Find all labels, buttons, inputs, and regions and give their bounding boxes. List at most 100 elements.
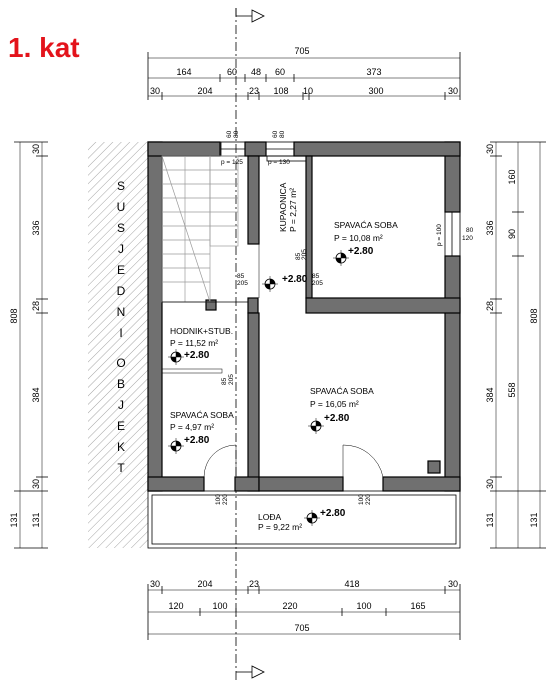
neighbor-letter-1: U: [117, 200, 126, 214]
svg-text:SPAVAĆA SOBA: SPAVAĆA SOBA: [310, 386, 374, 396]
section-marker-bottom: [236, 665, 265, 679]
right-dim-5: 131: [485, 512, 495, 527]
neighbor-letter-10: J: [118, 398, 124, 412]
hall-level: +2.80: [282, 274, 308, 285]
bottom-dim-row2-4: 165: [410, 601, 425, 611]
bottom-dim-row1-3: 418: [344, 579, 359, 589]
door-loggia-left: [203, 444, 237, 478]
top-dim-row3-3: 108: [273, 86, 288, 96]
bottom-dim-row1-2: 23: [249, 579, 259, 589]
bottom-dim-row2-0: 120: [168, 601, 183, 611]
svg-text:SPAVAĆA SOBA: SPAVAĆA SOBA: [334, 220, 398, 230]
top-dim-row3-1: 204: [197, 86, 212, 96]
door-loggia-right: [342, 444, 384, 478]
left-dim-2: 28: [31, 301, 41, 311]
bottom-dim-row1-1: 204: [197, 579, 212, 589]
svg-text:SPAVAĆA SOBA: SPAVAĆA SOBA: [170, 410, 234, 420]
top-window2-dim-0: 60: [272, 130, 279, 138]
room-bedroom-1: SPAVAĆA SOBA P = 10,08 m² +2.80: [334, 220, 398, 257]
left-dim-1: 336: [31, 220, 41, 235]
svg-text:P = 2,27 m²: P = 2,27 m²: [288, 188, 298, 232]
door-loggia2-dim-1: 220: [365, 494, 372, 505]
door-bath-dim-0: 85: [295, 252, 302, 260]
door-bed1-dim-0: 85: [312, 273, 320, 280]
top-dim-row3-4: 10: [303, 86, 313, 96]
svg-text:+2.80: +2.80: [184, 350, 210, 361]
loggia-outline: [147, 490, 461, 549]
bottom-dimensions: 30 204 23 418 30 120 100 220 100 165 705: [147, 579, 461, 640]
door-bed3-dim-0: 85: [221, 377, 228, 385]
top-dim-row2-0: 164: [176, 67, 191, 77]
left-dimensions: 30 336 28 384 30 131 808 131: [9, 141, 48, 549]
svg-text:+2.80: +2.80: [320, 508, 346, 519]
top-dimensions: 705 164 60 48 60 373 30 204 23 108 10 30…: [147, 46, 461, 100]
top-dim-row3-0: 30: [150, 86, 160, 96]
left-dim-bottom: 131: [9, 512, 19, 527]
top-dim-row2-3: 60: [275, 67, 285, 77]
room-loggia: LOĐA P = 9,22 m² +2.80: [258, 508, 346, 532]
door-bed1-dim-1: 205: [312, 280, 323, 287]
neighbor-letter-12: K: [117, 440, 125, 454]
room-bedroom-3: SPAVAĆA SOBA P = 4,97 m² +2.80: [170, 410, 234, 446]
right-dim-1: 336: [485, 220, 495, 235]
neighbor-letter-13: T: [117, 461, 125, 475]
svg-text:+2.80: +2.80: [324, 413, 350, 424]
right-dim-0: 30: [485, 144, 495, 154]
svg-text:HODNIK+STUB.: HODNIK+STUB.: [170, 326, 233, 336]
right-dim-3: 384: [485, 387, 495, 402]
neighbor-letter-7: I: [119, 326, 122, 340]
svg-text:P = 11,52 m²: P = 11,52 m²: [170, 338, 218, 348]
level-marker-icons: [168, 250, 349, 526]
right-dim-mid: 558: [507, 382, 517, 397]
top-dim-row2-4: 373: [366, 67, 381, 77]
sill-p100: p = 100: [436, 224, 443, 246]
neighbor-letter-2: S: [117, 221, 125, 235]
right-dimensions: 30 336 28 384 30 131 160 90 558 808 131: [485, 141, 546, 549]
door-hall-dim-0: 85: [237, 273, 245, 280]
left-dim-0: 30: [31, 144, 41, 154]
top-dim-row3-5: 300: [368, 86, 383, 96]
door-loggia1-dim-0: 100: [215, 494, 222, 505]
top-dim-row3-2: 23: [249, 86, 259, 96]
svg-text:P = 16,05 m²: P = 16,05 m²: [310, 399, 359, 409]
left-dim-4: 30: [31, 479, 41, 489]
neighbor-letter-11: E: [117, 419, 125, 433]
svg-text:+2.80: +2.80: [348, 246, 374, 257]
room-hall: HODNIK+STUB. P = 11,52 m² +2.80: [170, 326, 233, 361]
door-bed3-dim-1: 205: [228, 374, 235, 385]
left-dim-3: 384: [31, 387, 41, 402]
right-window: [444, 211, 461, 257]
right-window-dim-0: 160: [507, 169, 517, 184]
bottom-dim-row2-2: 220: [282, 601, 297, 611]
bottom-dim-row1-4: 30: [448, 579, 458, 589]
room-bedroom-2: SPAVAĆA SOBA P = 16,05 m² +2.80: [310, 386, 374, 424]
svg-text:P = 9,22 m²: P = 9,22 m²: [258, 522, 302, 532]
top-window1-dim-0: 60: [226, 130, 233, 138]
top-window1-dim-1: 80: [233, 130, 240, 138]
top-dim-row2-2: 48: [251, 67, 261, 77]
floor-title: 1. kat: [8, 32, 80, 63]
neighbor-letter-4: E: [117, 263, 125, 277]
neighbor-letter-0: S: [117, 179, 125, 193]
neighbor-letter-9: B: [117, 377, 125, 391]
right-dim-bottom: 131: [529, 512, 539, 527]
right-window-size-1: 120: [462, 235, 473, 242]
right-dim-4: 30: [485, 479, 495, 489]
neighbor-label: S U S J E D N I O B J E K T: [116, 179, 125, 475]
svg-text:P = 4,97 m²: P = 4,97 m²: [170, 422, 214, 432]
sill-p130: p = 130: [268, 159, 290, 166]
left-dim-5: 131: [31, 512, 41, 527]
bottom-dim-row2-1: 100: [212, 601, 227, 611]
neighbor-building-hatch: [88, 142, 148, 548]
right-dim-2: 28: [485, 301, 495, 311]
right-window-size-0: 80: [466, 227, 474, 234]
right-window-dim-1: 90: [507, 229, 517, 239]
door-hall-dim-1: 205: [237, 280, 248, 287]
top-window2-dim-1: 80: [279, 130, 286, 138]
right-dim-total: 808: [529, 308, 539, 323]
bottom-dim-overall: 705: [294, 623, 309, 633]
top-dim-overall: 705: [294, 46, 309, 56]
svg-text:KUPAONICA: KUPAONICA: [278, 182, 288, 232]
door-bath-dim-1: 205: [301, 249, 308, 260]
